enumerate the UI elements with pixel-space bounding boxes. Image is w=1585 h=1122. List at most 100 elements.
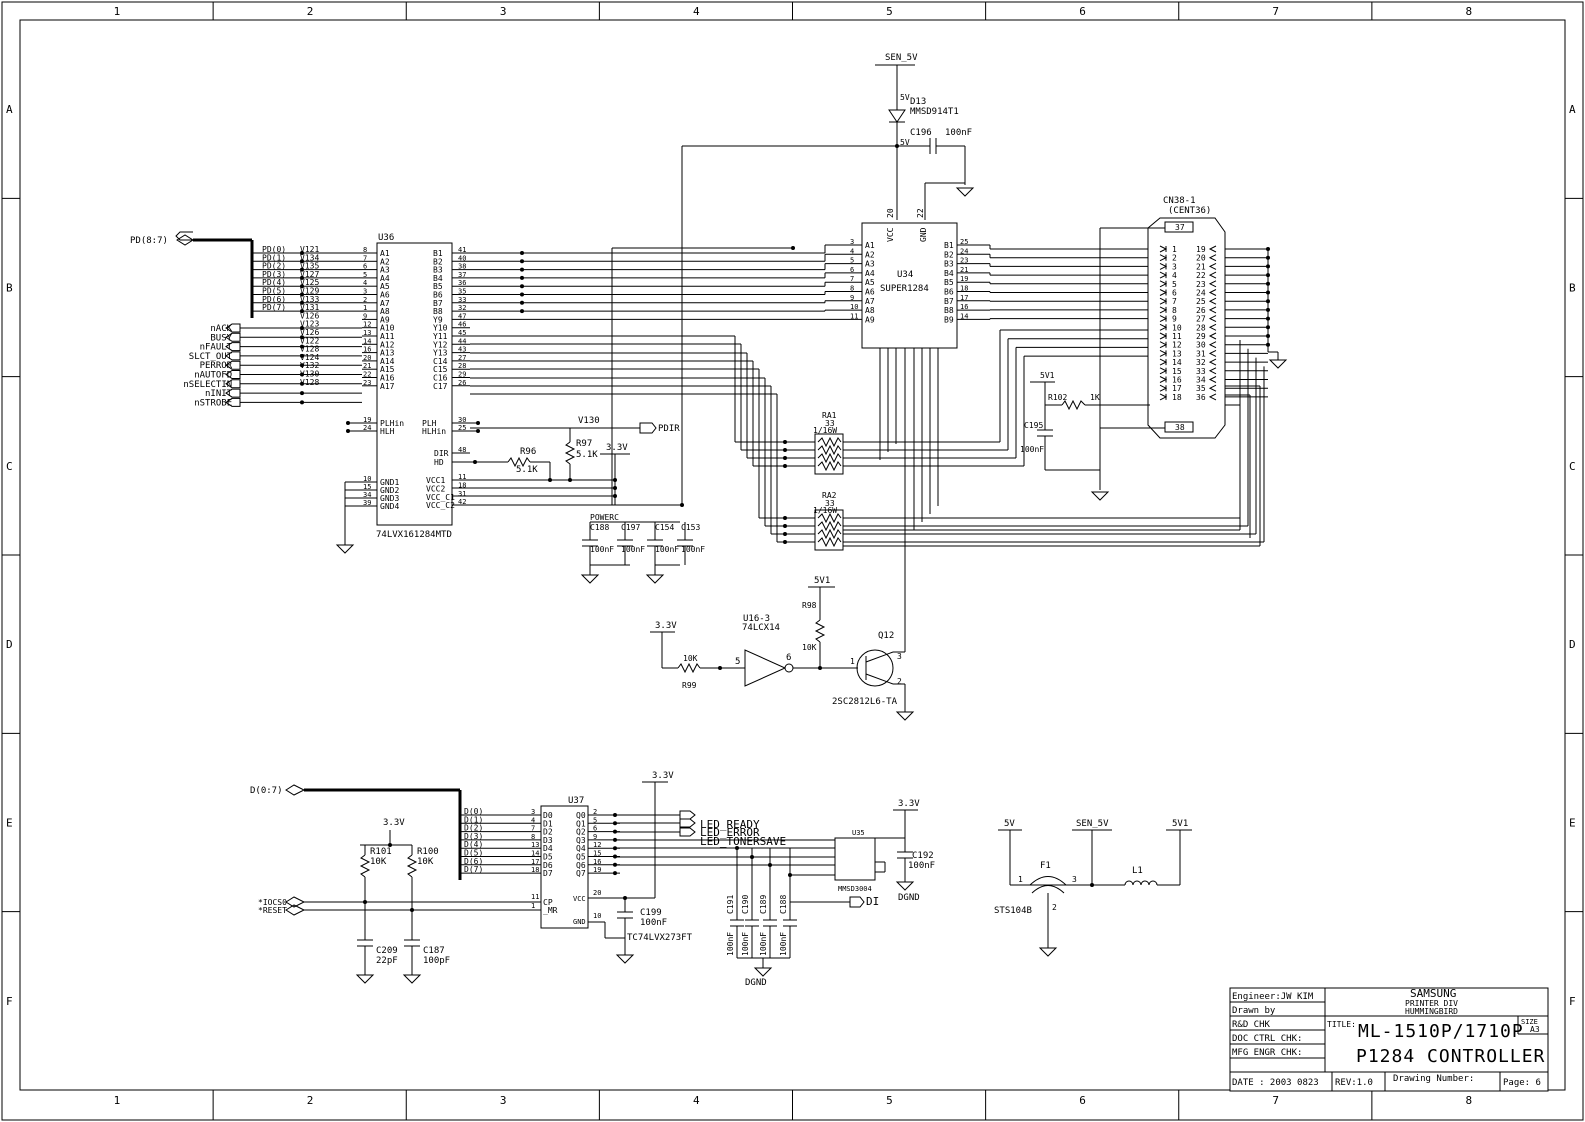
u36-pin-num: 24 [363, 424, 371, 432]
u36-pin-num: 14 [363, 337, 371, 345]
row-marker-left: A [6, 103, 13, 116]
c195-val: 100nF [1020, 445, 1044, 454]
u37-body [540, 805, 589, 929]
u34-pin-num: 3 [850, 238, 854, 246]
u36-pin-num: 18 [458, 481, 466, 489]
u36-pin-name: A4 [380, 274, 390, 283]
junction [300, 275, 304, 280]
cap-val: 100nF [741, 932, 750, 956]
col-marker-bottom: 8 [1465, 1094, 1472, 1107]
cn38-pin-num: 12 [1172, 341, 1182, 350]
u36-body [376, 242, 453, 526]
u16-part: 74LCX14 [742, 623, 780, 633]
u37-pin-num: 18 [531, 866, 539, 874]
cn38-pin-num: 24 [1196, 289, 1206, 298]
tb-div2: HUMMINGBIRD [1405, 1007, 1458, 1016]
control-signal-name: nAUTOFD [194, 371, 232, 381]
cn38-pin-num: 11 [1172, 332, 1182, 341]
cn38-part: (CENT36) [1168, 206, 1211, 216]
junction [783, 524, 787, 528]
q12-p1: 1 [850, 657, 855, 666]
junction [613, 871, 617, 876]
f1-p3: 3 [1072, 875, 1077, 884]
junction [520, 267, 524, 272]
resistor-element [817, 512, 842, 524]
d13-ref: D13 [910, 97, 926, 107]
row-marker-left: C [6, 460, 13, 473]
cn38-pin-num: 8 [1172, 306, 1177, 315]
u36-pin-name: B4 [433, 274, 443, 283]
net-5v-a: 5V [900, 93, 910, 102]
via-label: V135 [300, 262, 319, 271]
control-signal-name: nFAULT [200, 343, 233, 353]
u36-pin-num: 44 [458, 337, 466, 345]
col-marker-top: 2 [307, 5, 314, 18]
u36-pin-num: 11 [458, 473, 466, 481]
junction [300, 353, 304, 358]
u36-pin-num: 21 [363, 362, 371, 370]
u36-pin-num: 22 [363, 371, 371, 379]
connector-pin-mark [1208, 254, 1217, 262]
d-bus-signal: D(3) [464, 832, 483, 841]
u36-pin-num: 42 [458, 498, 466, 506]
u37-pin-name: GND [573, 918, 586, 926]
u36-pin-num: 8 [363, 246, 367, 254]
diode-d13-symbol [888, 109, 906, 123]
control-signal-name: nACK [210, 324, 232, 334]
resistor-element [817, 528, 842, 540]
r101-val: 10K [370, 857, 387, 867]
u34-pin-name: A9 [865, 315, 875, 324]
junction [476, 421, 480, 425]
u34-pin-name: A5 [865, 278, 875, 287]
connector-pin-mark [1208, 271, 1217, 279]
col-marker-bottom: 1 [114, 1094, 121, 1107]
u34-gnd-num: 22 [916, 208, 925, 218]
junction [300, 292, 304, 297]
u34-pin-name: B9 [944, 315, 954, 324]
r102-val: 1K [1090, 393, 1100, 402]
cn38-pin-num: 3 [1172, 262, 1177, 271]
connector-pin-mark [1208, 245, 1217, 253]
u36-pin-num: 16 [363, 346, 371, 354]
u36-pin-name: A11 [380, 332, 395, 341]
u37-pin-num: 5 [593, 816, 597, 824]
d-bus-signal: D(4) [464, 840, 483, 849]
via-label: V129 [300, 287, 319, 296]
u34-pin-name: B6 [944, 288, 954, 297]
u37-pin-num: 8 [531, 833, 535, 841]
u36-pin-name: A7 [380, 299, 390, 308]
junction [783, 540, 787, 544]
u37-pin-num: 9 [593, 833, 597, 841]
resistor-element [817, 444, 842, 456]
via-label: V127 [300, 270, 319, 279]
ground-symbol [1268, 359, 1288, 369]
tb-rev: REV:1.0 [1335, 1078, 1373, 1088]
junction [520, 284, 524, 289]
u34-pin-num: 9 [850, 294, 854, 302]
ground-symbol [895, 881, 915, 891]
r102-c195: 5V1 R102 1K C195 100nF [1020, 227, 1288, 501]
u36-pin-name: HD [434, 458, 444, 467]
junction [520, 300, 524, 305]
u36-pin-name: GND3 [380, 494, 399, 503]
u36-pin-name: A3 [380, 266, 390, 275]
junction [783, 448, 787, 452]
u36-pin-name: A6 [380, 291, 390, 300]
junction [520, 309, 524, 314]
cn38-pin-num: 23 [1196, 280, 1206, 289]
tb-size-label: SIZE [1521, 1018, 1538, 1026]
u37-pin-num: 13 [531, 841, 539, 849]
u36-pin-name: GND4 [380, 502, 399, 511]
led-outputs: LED_READY LED_ERROR LED_TONERSAVE [615, 810, 835, 866]
port-symbol [679, 818, 696, 828]
row-marker-right: D [1569, 638, 1576, 651]
tb-div1: PRINTER DIV [1405, 999, 1458, 1008]
tb-drawing-no: Drawing Number: [1393, 1074, 1474, 1084]
junction [735, 846, 739, 850]
u36-pin-num: 4 [363, 279, 367, 287]
u34-pin-name: A4 [865, 269, 875, 278]
control-signal-name: SLCT_OUT [189, 352, 233, 362]
u36-pin-num: 32 [458, 304, 466, 312]
u37-pin-name: D6 [543, 861, 553, 870]
cap-val: 100nF [779, 932, 788, 956]
